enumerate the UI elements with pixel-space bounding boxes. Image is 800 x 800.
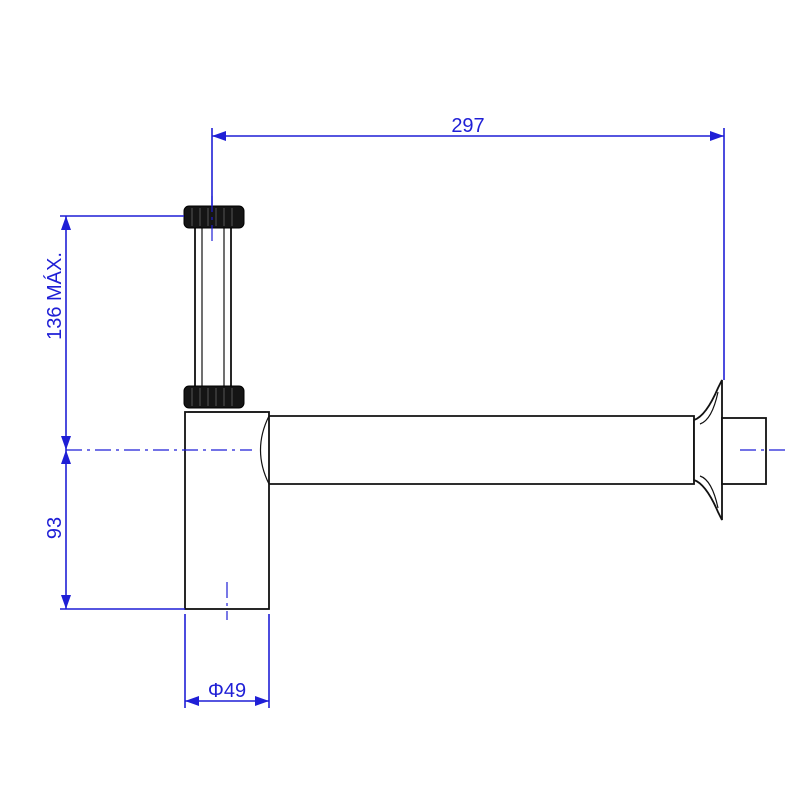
height-upper-label: 136 MÁX. [43,252,66,340]
dimension-lower-height: 93 [44,450,185,610]
inlet-tube [194,223,232,389]
bottle-body [184,411,270,610]
diameter-label: Φ49 [208,680,246,702]
center-lines [66,196,786,620]
width-label: 297 [451,115,484,137]
wall-spigot [721,417,767,485]
siphon-part [183,205,767,610]
dimension-diameter: Φ49 [184,614,270,708]
dimension-width: 297 [211,115,725,380]
height-lower-label: 93 [44,517,66,539]
dimension-upper-height: 136 MÁX. [43,215,184,450]
wall-flange [693,379,723,521]
lower-nut [183,385,245,409]
top-nut [183,205,245,229]
outlet-pipe [258,415,695,485]
